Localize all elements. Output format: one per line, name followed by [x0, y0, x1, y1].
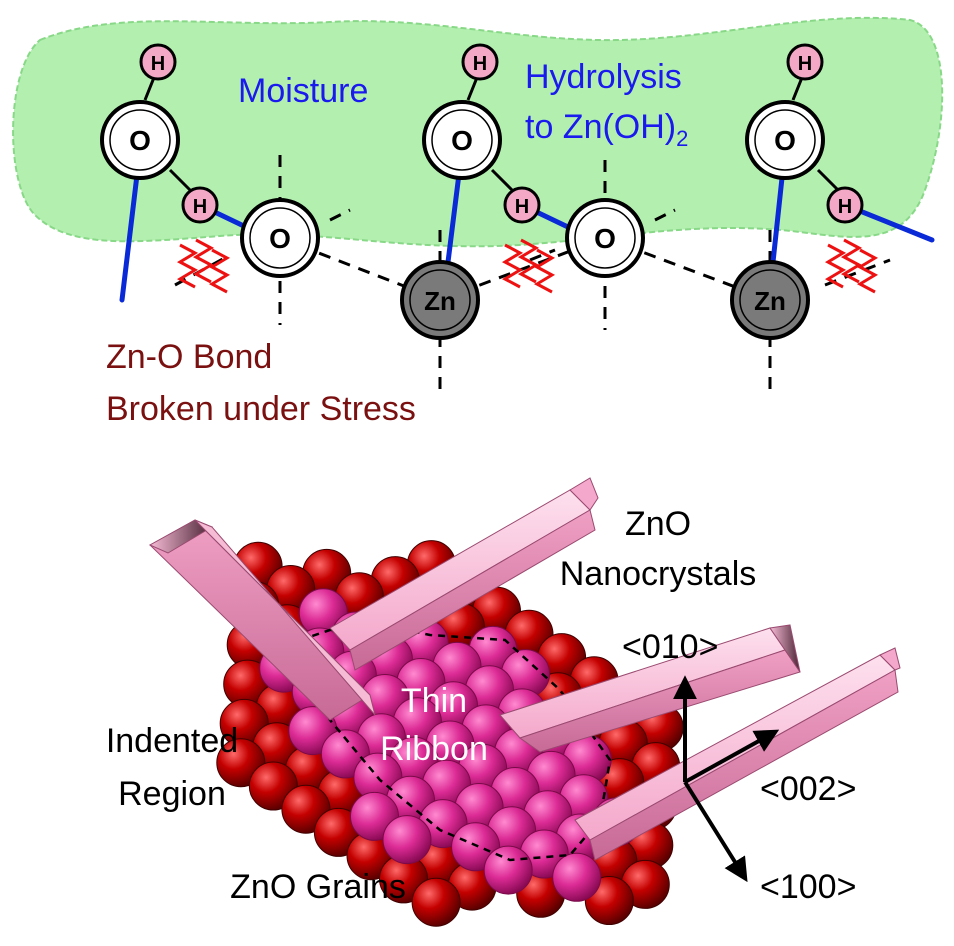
- hydrolysis-line1: Hydrolysis: [525, 58, 682, 96]
- broken-bond-zigzags: [176, 238, 879, 294]
- atom-o: O: [129, 125, 151, 156]
- top-panel: H O H H O H H O H O: [12, 16, 944, 428]
- moisture-label: Moisture: [238, 72, 368, 110]
- ribbon-sphere: [483, 845, 533, 895]
- grain-sphere: [411, 877, 461, 927]
- atom-o: O: [594, 223, 616, 254]
- indented-label-line1: Indented: [106, 722, 238, 760]
- bond-label-line1: Zn-O Bond: [106, 338, 272, 376]
- atom-o: O: [269, 223, 291, 254]
- lattice-zn-2: Zn: [730, 260, 810, 340]
- nanocrystal-rod-4: [574, 647, 901, 861]
- axis-100-arrow: [683, 780, 748, 883]
- axis-002-arrow: [684, 729, 780, 784]
- bond-label-line2: Broken under Stress: [106, 390, 416, 428]
- atom-h: H: [151, 53, 165, 75]
- indented-label-line2: Region: [118, 775, 226, 813]
- water-molecule-3: H O H: [745, 43, 864, 224]
- axis-002-label: <002>: [760, 770, 856, 808]
- nanocrystal-rod-2: [329, 477, 599, 671]
- atom-h: H: [473, 53, 487, 75]
- lattice-o-2: O: [565, 198, 645, 278]
- atom-o: O: [451, 125, 473, 156]
- nanocrystal-rod-1: [148, 519, 376, 721]
- ribbon-sphere: [382, 815, 432, 865]
- atom-h: H: [193, 196, 207, 218]
- atom-h: H: [798, 53, 812, 75]
- atom-zn: Zn: [424, 286, 456, 316]
- crystal-axes: [673, 675, 780, 883]
- ribbon-label-line2: Ribbon: [380, 730, 488, 768]
- water-molecule-1: H O H: [100, 43, 219, 224]
- water-molecule-2: H O H: [422, 43, 541, 224]
- nanocrystals-line1: ZnO: [625, 505, 691, 543]
- atom-zn: Zn: [754, 286, 786, 316]
- hydrolysis-line2: to Zn(OH)2: [525, 108, 688, 151]
- nanocrystals-line2: Nanocrystals: [560, 555, 757, 593]
- ribbon-label-line1: Thin: [401, 682, 467, 720]
- axis-010-label: <010>: [622, 628, 718, 666]
- atom-h: H: [838, 196, 852, 218]
- bottom-panel: ZnO Nanocrystals <010> <002> <100> Thin …: [106, 477, 901, 927]
- axis-100-label: <100>: [760, 868, 856, 906]
- lattice-zn-1: Zn: [400, 260, 480, 340]
- atom-o: O: [774, 125, 796, 156]
- grains-label: ZnO Grains: [230, 868, 406, 906]
- ribbon-sphere: [552, 852, 602, 902]
- atom-h: H: [515, 196, 529, 218]
- lattice-o-1: O: [240, 198, 320, 278]
